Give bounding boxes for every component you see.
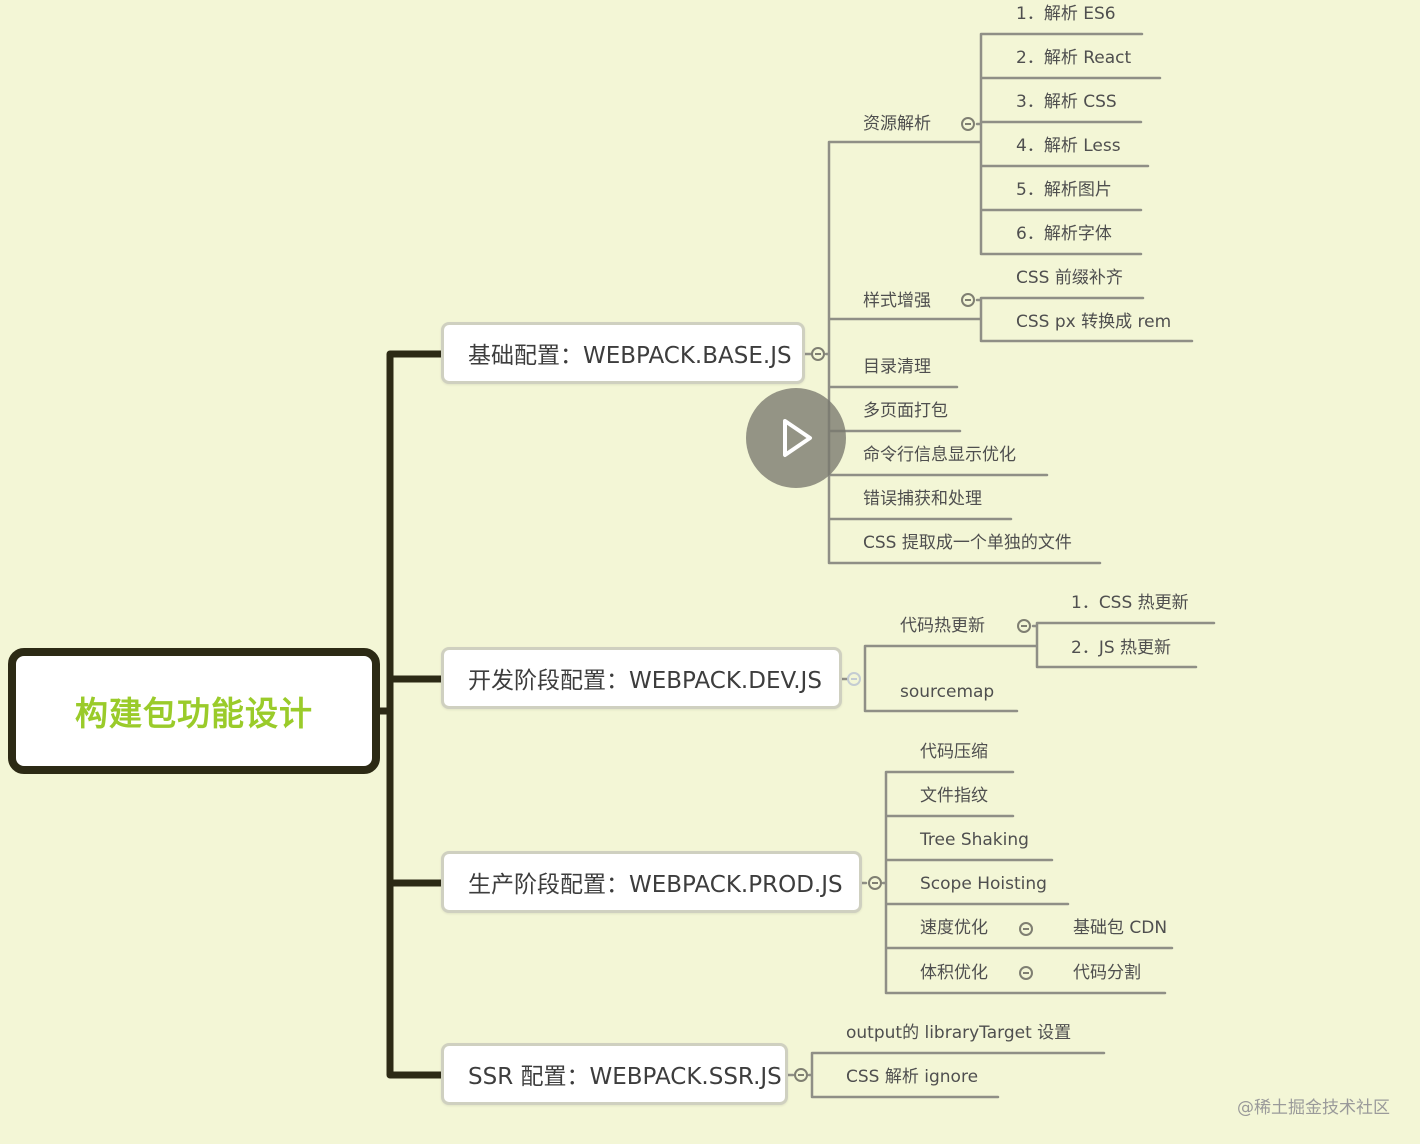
resource-children-connector	[975, 32, 1162, 256]
base-branch-connector	[803, 140, 1102, 565]
watermark: @稀土掘金技术社区	[1237, 1098, 1390, 1118]
node-parse-fonts[interactable]: 6．解析字体	[1016, 224, 1112, 244]
node-file-hash[interactable]: 文件指纹	[920, 786, 988, 806]
node-library-target[interactable]: output的 libraryTarget 设置	[846, 1023, 1072, 1043]
node-parse-es6[interactable]: 1．解析 ES6	[1016, 4, 1116, 24]
branch-base-label: 基础配置：WEBPACK.BASE.JS	[468, 343, 792, 369]
collapse-icon[interactable]	[961, 117, 975, 131]
node-code-split[interactable]: 代码分割	[1073, 963, 1141, 983]
collapse-icon[interactable]	[1017, 619, 1031, 633]
node-size-optimize[interactable]: 体积优化	[920, 963, 988, 983]
style-children-connector	[975, 296, 1194, 343]
node-speed-optimize[interactable]: 速度优化	[920, 918, 988, 938]
collapse-icon[interactable]	[1019, 966, 1033, 980]
node-js-hmr[interactable]: 2．JS 热更新	[1071, 638, 1172, 658]
node-cli-optimize[interactable]: 命令行信息显示优化	[863, 445, 1016, 465]
node-scope-hoisting[interactable]: Scope Hoisting	[920, 874, 1047, 894]
node-tree-shaking[interactable]: Tree Shaking	[920, 830, 1029, 850]
branch-ssr[interactable]: SSR 配置：WEBPACK.SSR.JS	[441, 1043, 788, 1105]
node-css-prefix[interactable]: CSS 前缀补齐	[1016, 268, 1123, 288]
root-node[interactable]: 构建包功能设计	[8, 648, 380, 774]
node-parse-less[interactable]: 4．解析 Less	[1016, 136, 1121, 156]
node-error-handling[interactable]: 错误捕获和处理	[863, 489, 982, 509]
node-parse-react[interactable]: 2．解析 React	[1016, 48, 1132, 68]
node-style-enhance[interactable]: 样式增强	[863, 291, 931, 311]
node-sourcemap[interactable]: sourcemap	[900, 682, 995, 702]
node-parse-css[interactable]: 3．解析 CSS	[1016, 92, 1117, 112]
node-css-extract[interactable]: CSS 提取成一个单独的文件	[863, 533, 1072, 553]
node-hmr[interactable]: 代码热更新	[900, 616, 985, 636]
branch-prod-label: 生产阶段配置：WEBPACK.PROD.JS	[468, 872, 843, 898]
play-icon	[783, 419, 812, 457]
node-base-cdn[interactable]: 基础包 CDN	[1073, 918, 1168, 938]
hmr-children-connector	[1031, 621, 1216, 669]
collapse-icon[interactable]	[1019, 922, 1033, 936]
collapse-icon[interactable]	[961, 293, 975, 307]
branch-ssr-label: SSR 配置：WEBPACK.SSR.JS	[468, 1064, 782, 1090]
node-css-px-rem[interactable]: CSS px 转换成 rem	[1016, 312, 1172, 332]
node-css-ignore[interactable]: CSS 解析 ignore	[846, 1067, 979, 1087]
collapse-icon[interactable]	[811, 347, 825, 361]
trunk-line	[376, 350, 445, 1079]
collapse-icon[interactable]	[794, 1068, 808, 1082]
node-dir-clean[interactable]: 目录清理	[863, 357, 931, 377]
branch-prod[interactable]: 生产阶段配置：WEBPACK.PROD.JS	[441, 851, 862, 913]
dev-branch-connector	[840, 644, 1038, 713]
branch-dev-label: 开发阶段配置：WEBPACK.DEV.JS	[468, 668, 822, 694]
node-css-hmr[interactable]: 1．CSS 热更新	[1071, 593, 1189, 613]
prod-branch-connector	[860, 770, 1174, 995]
node-resource-parsing[interactable]: 资源解析	[863, 114, 931, 134]
collapse-icon[interactable]	[868, 876, 882, 890]
node-parse-images[interactable]: 5．解析图片	[1016, 180, 1112, 200]
root-label: 构建包功能设计	[75, 694, 313, 733]
play-button[interactable]	[746, 388, 846, 488]
branch-base[interactable]: 基础配置：WEBPACK.BASE.JS	[441, 322, 805, 384]
branch-dev[interactable]: 开发阶段配置：WEBPACK.DEV.JS	[441, 647, 842, 709]
node-multi-page[interactable]: 多页面打包	[863, 401, 948, 421]
collapse-icon[interactable]	[847, 672, 861, 686]
node-code-minify[interactable]: 代码压缩	[920, 742, 988, 762]
ssr-branch-connector	[786, 1051, 1106, 1099]
